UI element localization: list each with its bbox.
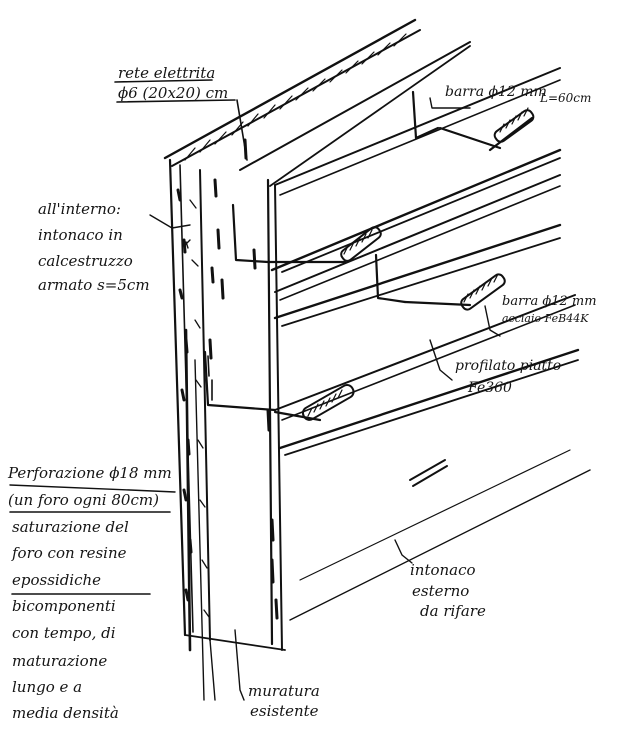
label-profilato-2: Fe360 bbox=[467, 380, 512, 396]
leader-lines bbox=[9, 79, 501, 701]
label-perf-5: epossidiche bbox=[12, 571, 101, 589]
label-perf-6: bicomponenti bbox=[12, 597, 116, 615]
label-barra-top-text: barra ϕ12 mm bbox=[445, 84, 547, 100]
label-perf-1: Perforazione ϕ18 mm bbox=[7, 464, 172, 482]
rebar-mesh-dashes bbox=[207, 138, 279, 620]
label-rete-line1: rete elettrita bbox=[118, 64, 215, 82]
label-rete: rete elettrita ϕ6 (20x20) cm bbox=[118, 64, 228, 102]
label-interno-4: armato s=5cm bbox=[38, 276, 150, 294]
label-intonaco-2: esterno bbox=[412, 582, 469, 600]
label-perforazione: Perforazione ϕ18 mm (un foro ogni 80cm) … bbox=[7, 464, 172, 722]
front-face-profiles bbox=[270, 67, 591, 621]
label-perf-10: media densità bbox=[12, 704, 119, 722]
label-barra-mid: barra ϕ12 mm acciaio FeB44K bbox=[502, 294, 597, 325]
label-perf-4: foro con resine bbox=[11, 544, 127, 562]
label-barra-top: barra ϕ12 mm L=60cm bbox=[445, 84, 591, 105]
label-interno: all'interno: intonaco in calcestruzzo ar… bbox=[38, 200, 150, 294]
label-profilato: profilato piatto Fe360 bbox=[455, 358, 561, 396]
label-intonaco-3: da rifare bbox=[420, 602, 486, 620]
bar-middle bbox=[374, 253, 506, 311]
label-intonaco-esterno: intonaco esterno da rifare bbox=[410, 561, 486, 620]
label-interno-2: intonaco in bbox=[38, 226, 123, 244]
label-rete-line2: ϕ6 (20x20) cm bbox=[118, 84, 228, 102]
wall-outline bbox=[163, 18, 471, 651]
label-muratura-2: esistente bbox=[250, 702, 319, 720]
label-perf-8: maturazione bbox=[12, 652, 107, 670]
label-barra-top-length: L=60cm bbox=[539, 91, 591, 105]
label-profilato-1: profilato piatto bbox=[455, 358, 561, 374]
bar-stub bbox=[409, 459, 448, 487]
bar-lower bbox=[203, 350, 355, 422]
label-perf-2: (un foro ogni 80cm) bbox=[8, 491, 159, 509]
label-perf-7: con tempo, di bbox=[12, 624, 116, 642]
bar-upper bbox=[231, 203, 382, 264]
masonry-band bbox=[176, 188, 216, 701]
label-muratura: muratura esistente bbox=[248, 682, 320, 720]
top-cap-hatching bbox=[184, 33, 407, 161]
label-perf-3: saturazione del bbox=[12, 518, 129, 536]
label-perf-9: lungo e a bbox=[12, 678, 82, 696]
label-interno-3: calcestruzzo bbox=[38, 252, 133, 270]
label-barra-mid-1: barra ϕ12 mm bbox=[502, 294, 597, 309]
label-interno-1: all'interno: bbox=[38, 200, 121, 218]
label-barra-mid-2: acciaio FeB44K bbox=[502, 312, 589, 325]
bar-top bbox=[411, 90, 535, 152]
label-intonaco-1: intonaco bbox=[410, 561, 476, 579]
label-muratura-1: muratura bbox=[248, 682, 320, 700]
